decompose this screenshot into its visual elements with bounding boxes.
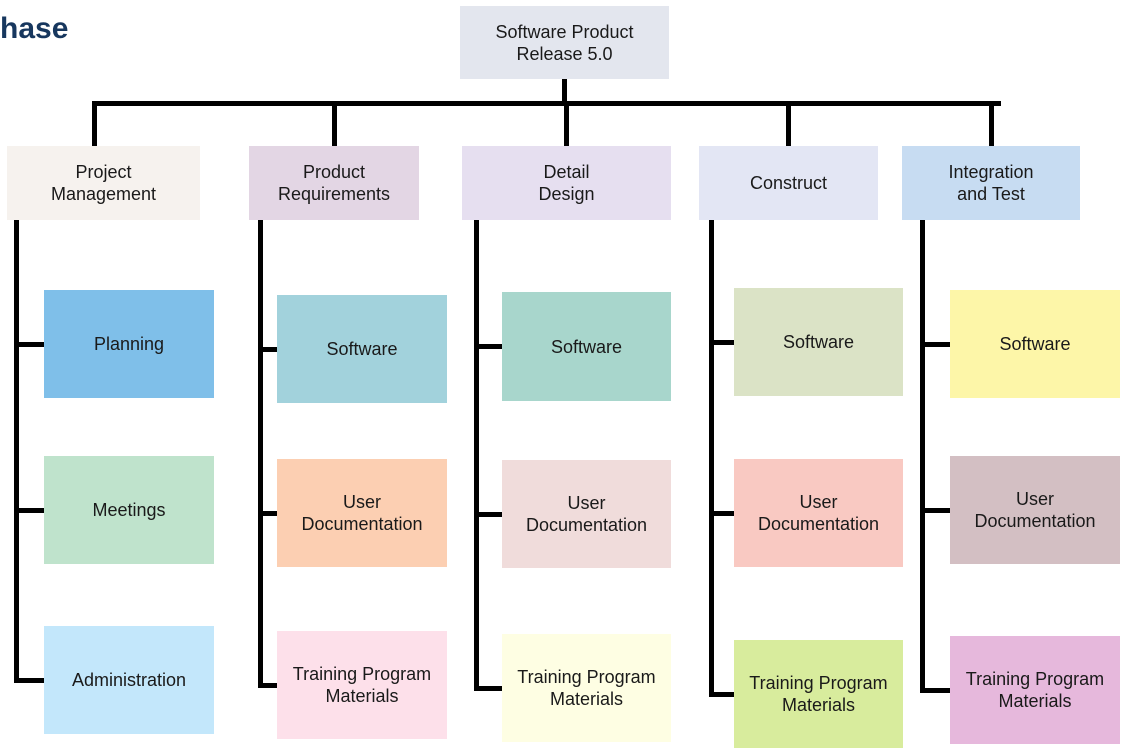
item-branch-line: [260, 510, 277, 516]
item-branch-line: [922, 341, 950, 347]
root-node: Software Product Release 5.0: [460, 6, 669, 79]
item-branch-line: [260, 346, 277, 352]
item-branch-line: [476, 344, 502, 349]
column-header-node: Integration and Test: [902, 146, 1080, 220]
work-package-node: Software: [277, 295, 447, 403]
item-branch-line: [476, 511, 502, 517]
work-package-node: User Documentation: [502, 460, 671, 568]
root-connector: [562, 79, 567, 103]
item-branch-line: [476, 685, 502, 691]
work-package-node: Software: [734, 288, 903, 396]
header-drop-line: [91, 100, 97, 146]
column-header-node: Project Management: [7, 146, 200, 220]
column-spine-line: [473, 220, 479, 691]
column-spine-line: [257, 220, 263, 688]
column-spine-line: [708, 220, 714, 697]
item-branch-line: [260, 682, 277, 688]
item-branch-line: [922, 507, 950, 513]
column-spine-line: [919, 220, 925, 693]
work-package-node: User Documentation: [734, 459, 903, 567]
column-spine-line: [13, 220, 19, 683]
work-package-node: User Documentation: [277, 459, 447, 567]
work-package-node: Training Program Materials: [277, 631, 447, 739]
work-package-node: Training Program Materials: [734, 640, 903, 748]
item-branch-line: [711, 691, 734, 697]
item-branch-line: [16, 677, 44, 683]
header-drop-line: [564, 100, 569, 146]
work-package-node: Administration: [44, 626, 214, 734]
work-package-node: Training Program Materials: [502, 634, 671, 742]
header-drop-line: [331, 100, 337, 146]
item-branch-line: [711, 339, 734, 345]
work-package-node: Software: [950, 290, 1120, 398]
header-drop-line: [988, 100, 994, 146]
column-header-node: Product Requirements: [249, 146, 419, 220]
column-header-node: Construct: [699, 146, 878, 220]
work-package-node: Meetings: [44, 456, 214, 564]
header-drop-line: [786, 100, 791, 146]
work-package-node: Training Program Materials: [950, 636, 1120, 744]
item-branch-line: [711, 510, 734, 516]
work-package-node: User Documentation: [950, 456, 1120, 564]
work-package-node: Planning: [44, 290, 214, 398]
work-package-node: Software: [502, 292, 671, 401]
item-branch-line: [922, 687, 950, 693]
item-branch-line: [16, 507, 44, 513]
page-heading: hase: [0, 12, 69, 45]
main-bus-line: [94, 100, 1001, 106]
column-header-node: Detail Design: [462, 146, 671, 220]
item-branch-line: [16, 341, 44, 347]
